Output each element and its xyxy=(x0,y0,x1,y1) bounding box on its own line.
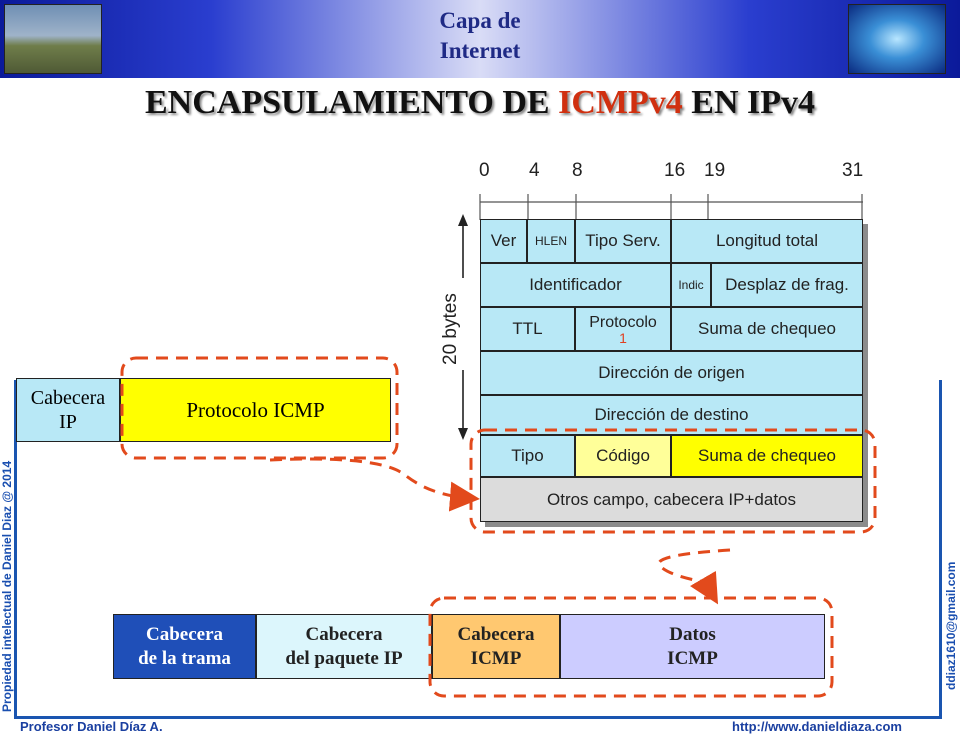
frame-line-bottom xyxy=(14,716,942,719)
ip-header-box-line2: IP xyxy=(59,411,77,433)
field-ver: Ver xyxy=(480,219,527,263)
frame-header-line2: de la trama xyxy=(138,647,231,669)
field-destino: Dirección de destino xyxy=(480,395,863,435)
bit-scale xyxy=(479,194,863,220)
field-protocolo-label: Protocolo xyxy=(589,313,657,331)
field-suma-ip: Suma de chequeo xyxy=(671,307,863,351)
packet-header-line2: del paquete IP xyxy=(285,647,403,669)
ip-header-box: Cabecera IP xyxy=(16,378,120,442)
field-protocolo-value: 1 xyxy=(619,329,627,346)
section-title-line2: Internet xyxy=(439,38,521,63)
field-tipo-serv: Tipo Serv. xyxy=(575,219,671,263)
icmp-data-line1: Datos xyxy=(669,623,716,645)
header-band xyxy=(0,0,960,78)
digital-hand-photo xyxy=(848,4,946,74)
bit-label-31: 31 xyxy=(842,160,864,181)
ip-header-table: Ver HLEN Tipo Serv. Longitud total Ident… xyxy=(480,219,863,522)
field-longitud-total: Longitud total xyxy=(671,219,863,263)
title-prefix: ENCAPSULAMIENTO DE xyxy=(145,84,559,121)
frame-line-right xyxy=(939,380,942,718)
title-suffix: EN IPv4 xyxy=(682,84,815,121)
bytes-label: 20 bytes xyxy=(440,293,461,365)
bit-label-19: 19 xyxy=(704,160,726,181)
ip-header-box-line1: Cabecera xyxy=(30,387,106,409)
icmp-header-line2: ICMP xyxy=(470,647,522,669)
field-hlen: HLEN xyxy=(527,219,575,263)
field-ttl: TTL xyxy=(480,307,575,351)
icmp-protocol-box: Protocolo ICMP xyxy=(120,378,391,442)
title-highlight: ICMPv4 xyxy=(558,84,683,121)
field-desplaz-frag: Desplaz de frag. xyxy=(711,263,863,307)
email-side-text: ddiaz1610@gmail.com xyxy=(944,561,958,690)
bit-label-8: 8 xyxy=(572,160,583,181)
field-origen: Dirección de origen xyxy=(480,351,863,395)
field-otros: Otros campo, cabecera IP+datos xyxy=(480,477,863,522)
page-title: ENCAPSULAMIENTO DE ICMPv4 EN IPv4 xyxy=(80,84,880,122)
author-text: Profesor Daniel Díaz A. xyxy=(20,719,163,734)
bit-label-0: 0 xyxy=(479,160,490,181)
packet-header-box: Cabecera del paquete IP xyxy=(256,614,432,679)
section-title-line1: Capa de xyxy=(439,8,521,33)
field-identificador: Identificador xyxy=(480,263,671,307)
icmp-header-line1: Cabecera xyxy=(457,623,535,645)
icmp-header-box: Cabecera ICMP xyxy=(432,614,560,679)
packet-header-line1: Cabecera xyxy=(305,623,383,645)
section-title: Capa de Internet xyxy=(380,6,580,66)
bit-label-4: 4 xyxy=(529,160,540,181)
icmp-data-box: Datos ICMP xyxy=(560,614,825,679)
icmp-data-line2: ICMP xyxy=(667,647,718,669)
landscape-photo xyxy=(4,4,102,74)
frame-line-left xyxy=(14,380,17,718)
field-suma-icmp: Suma de chequeo xyxy=(671,435,863,477)
frame-header-line1: Cabecera xyxy=(145,623,224,645)
copyright-side-text: Propiedad intelectual de Daniel Diaz @ 2… xyxy=(0,460,14,712)
bit-label-16: 16 xyxy=(664,160,686,181)
field-indic: Indic xyxy=(671,263,711,307)
field-tipo: Tipo xyxy=(480,435,575,477)
field-codigo: Código xyxy=(575,435,671,477)
website-link[interactable]: http://www.danieldiaza.com xyxy=(732,719,902,734)
frame-header-box: Cabecera de la trama xyxy=(113,614,256,679)
field-protocolo: Protocolo 1 xyxy=(575,307,671,351)
